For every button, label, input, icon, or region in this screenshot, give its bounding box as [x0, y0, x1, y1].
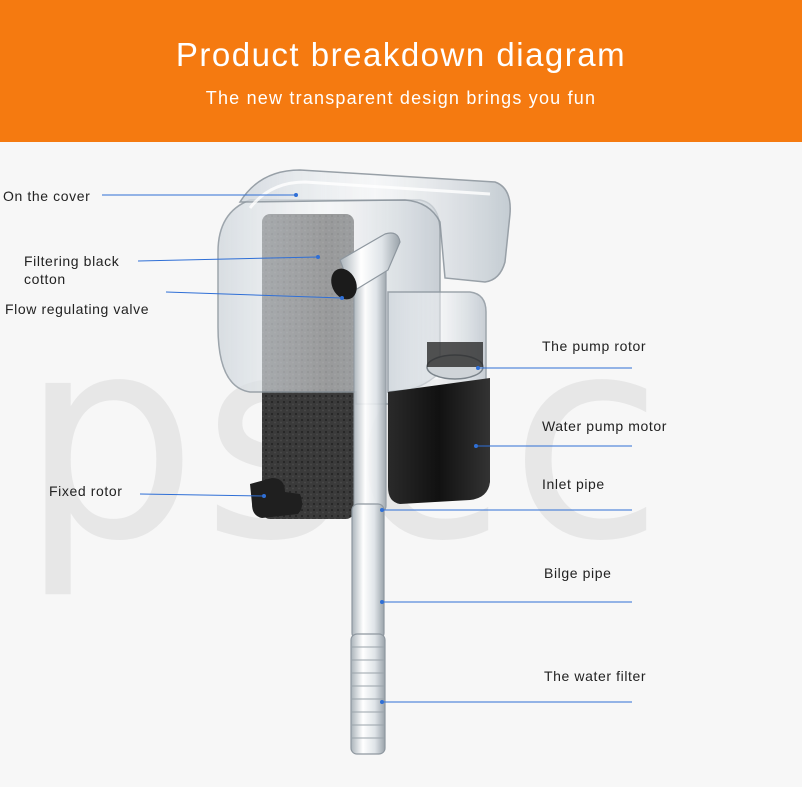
- outlet-pipe: [353, 251, 387, 513]
- label-bilge-pipe: Bilge pipe: [544, 565, 612, 581]
- pump-motor: [388, 378, 490, 504]
- page-subtitle: The new transparent design brings you fu…: [205, 88, 597, 108]
- label-on-the-cover: On the cover: [3, 188, 91, 204]
- top-cover: [238, 169, 511, 283]
- label-water-pump-motor: Water pump motor: [542, 418, 668, 434]
- page-title: Product breakdown diagram: [175, 36, 627, 73]
- header-banner: Product breakdown diagram The new transp…: [0, 0, 802, 142]
- label-fixed-rotor: Fixed rotor: [49, 483, 123, 499]
- label-water-filter: The water filter: [544, 668, 647, 684]
- leader-fixed-rotor: [139, 493, 265, 497]
- label-filtering-black-cotton-1: Filtering black: [24, 253, 120, 269]
- leader-valve: [165, 291, 343, 299]
- leader-black-cotton: [137, 256, 319, 262]
- inlet-tube: [351, 503, 385, 640]
- label-inlet-pipe: Inlet pipe: [542, 476, 605, 492]
- label-filtering-black-cotton-2: cotton: [24, 271, 66, 287]
- fixed-rotor-clip: [250, 478, 303, 518]
- label-pump-rotor: The pump rotor: [542, 338, 647, 354]
- filter-illustration: [102, 169, 632, 755]
- label-flow-regulating-valve: Flow regulating valve: [5, 301, 150, 317]
- flow-valve: [331, 232, 401, 300]
- strainer: [350, 633, 386, 755]
